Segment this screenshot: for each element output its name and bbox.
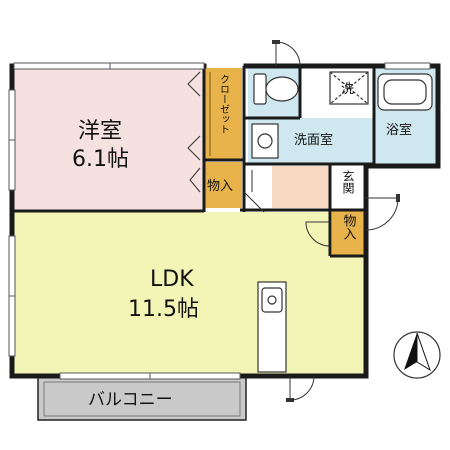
north-arrow-icon (393, 331, 441, 379)
ldk-floor (14, 212, 364, 374)
sink-icon (251, 123, 279, 159)
western-room-floor (14, 68, 204, 212)
western-room-name: 洋室 (78, 119, 122, 144)
storage-2-label: 物入 (341, 214, 357, 240)
ldk-name: LDK (150, 267, 194, 292)
kitchen-sink-icon (257, 281, 287, 373)
bathtub-icon (377, 73, 433, 111)
bathroom-label: 浴室 (386, 122, 412, 138)
hall-floor (244, 166, 272, 210)
closet-label: クローゼット (218, 74, 230, 134)
toilet-icon (253, 73, 299, 105)
storage-1-floor (204, 162, 242, 208)
ldk-size: 11.5帖 (128, 297, 199, 322)
storage-2-floor (332, 210, 364, 257)
genkan-floor (332, 166, 364, 208)
washing-machine-icon (329, 71, 369, 105)
balcony-inner (43, 381, 241, 417)
balcony (37, 376, 247, 421)
entrance-label: 玄関 (341, 169, 355, 194)
balcony-label: バルコニー (88, 390, 173, 410)
washroom-label: 洗面室 (294, 132, 333, 148)
storage-1-label: 物入 (207, 179, 233, 194)
entrance-floor (272, 166, 330, 208)
western-room-size: 6.1帖 (72, 147, 129, 172)
washer-label: 洗 (341, 82, 354, 97)
